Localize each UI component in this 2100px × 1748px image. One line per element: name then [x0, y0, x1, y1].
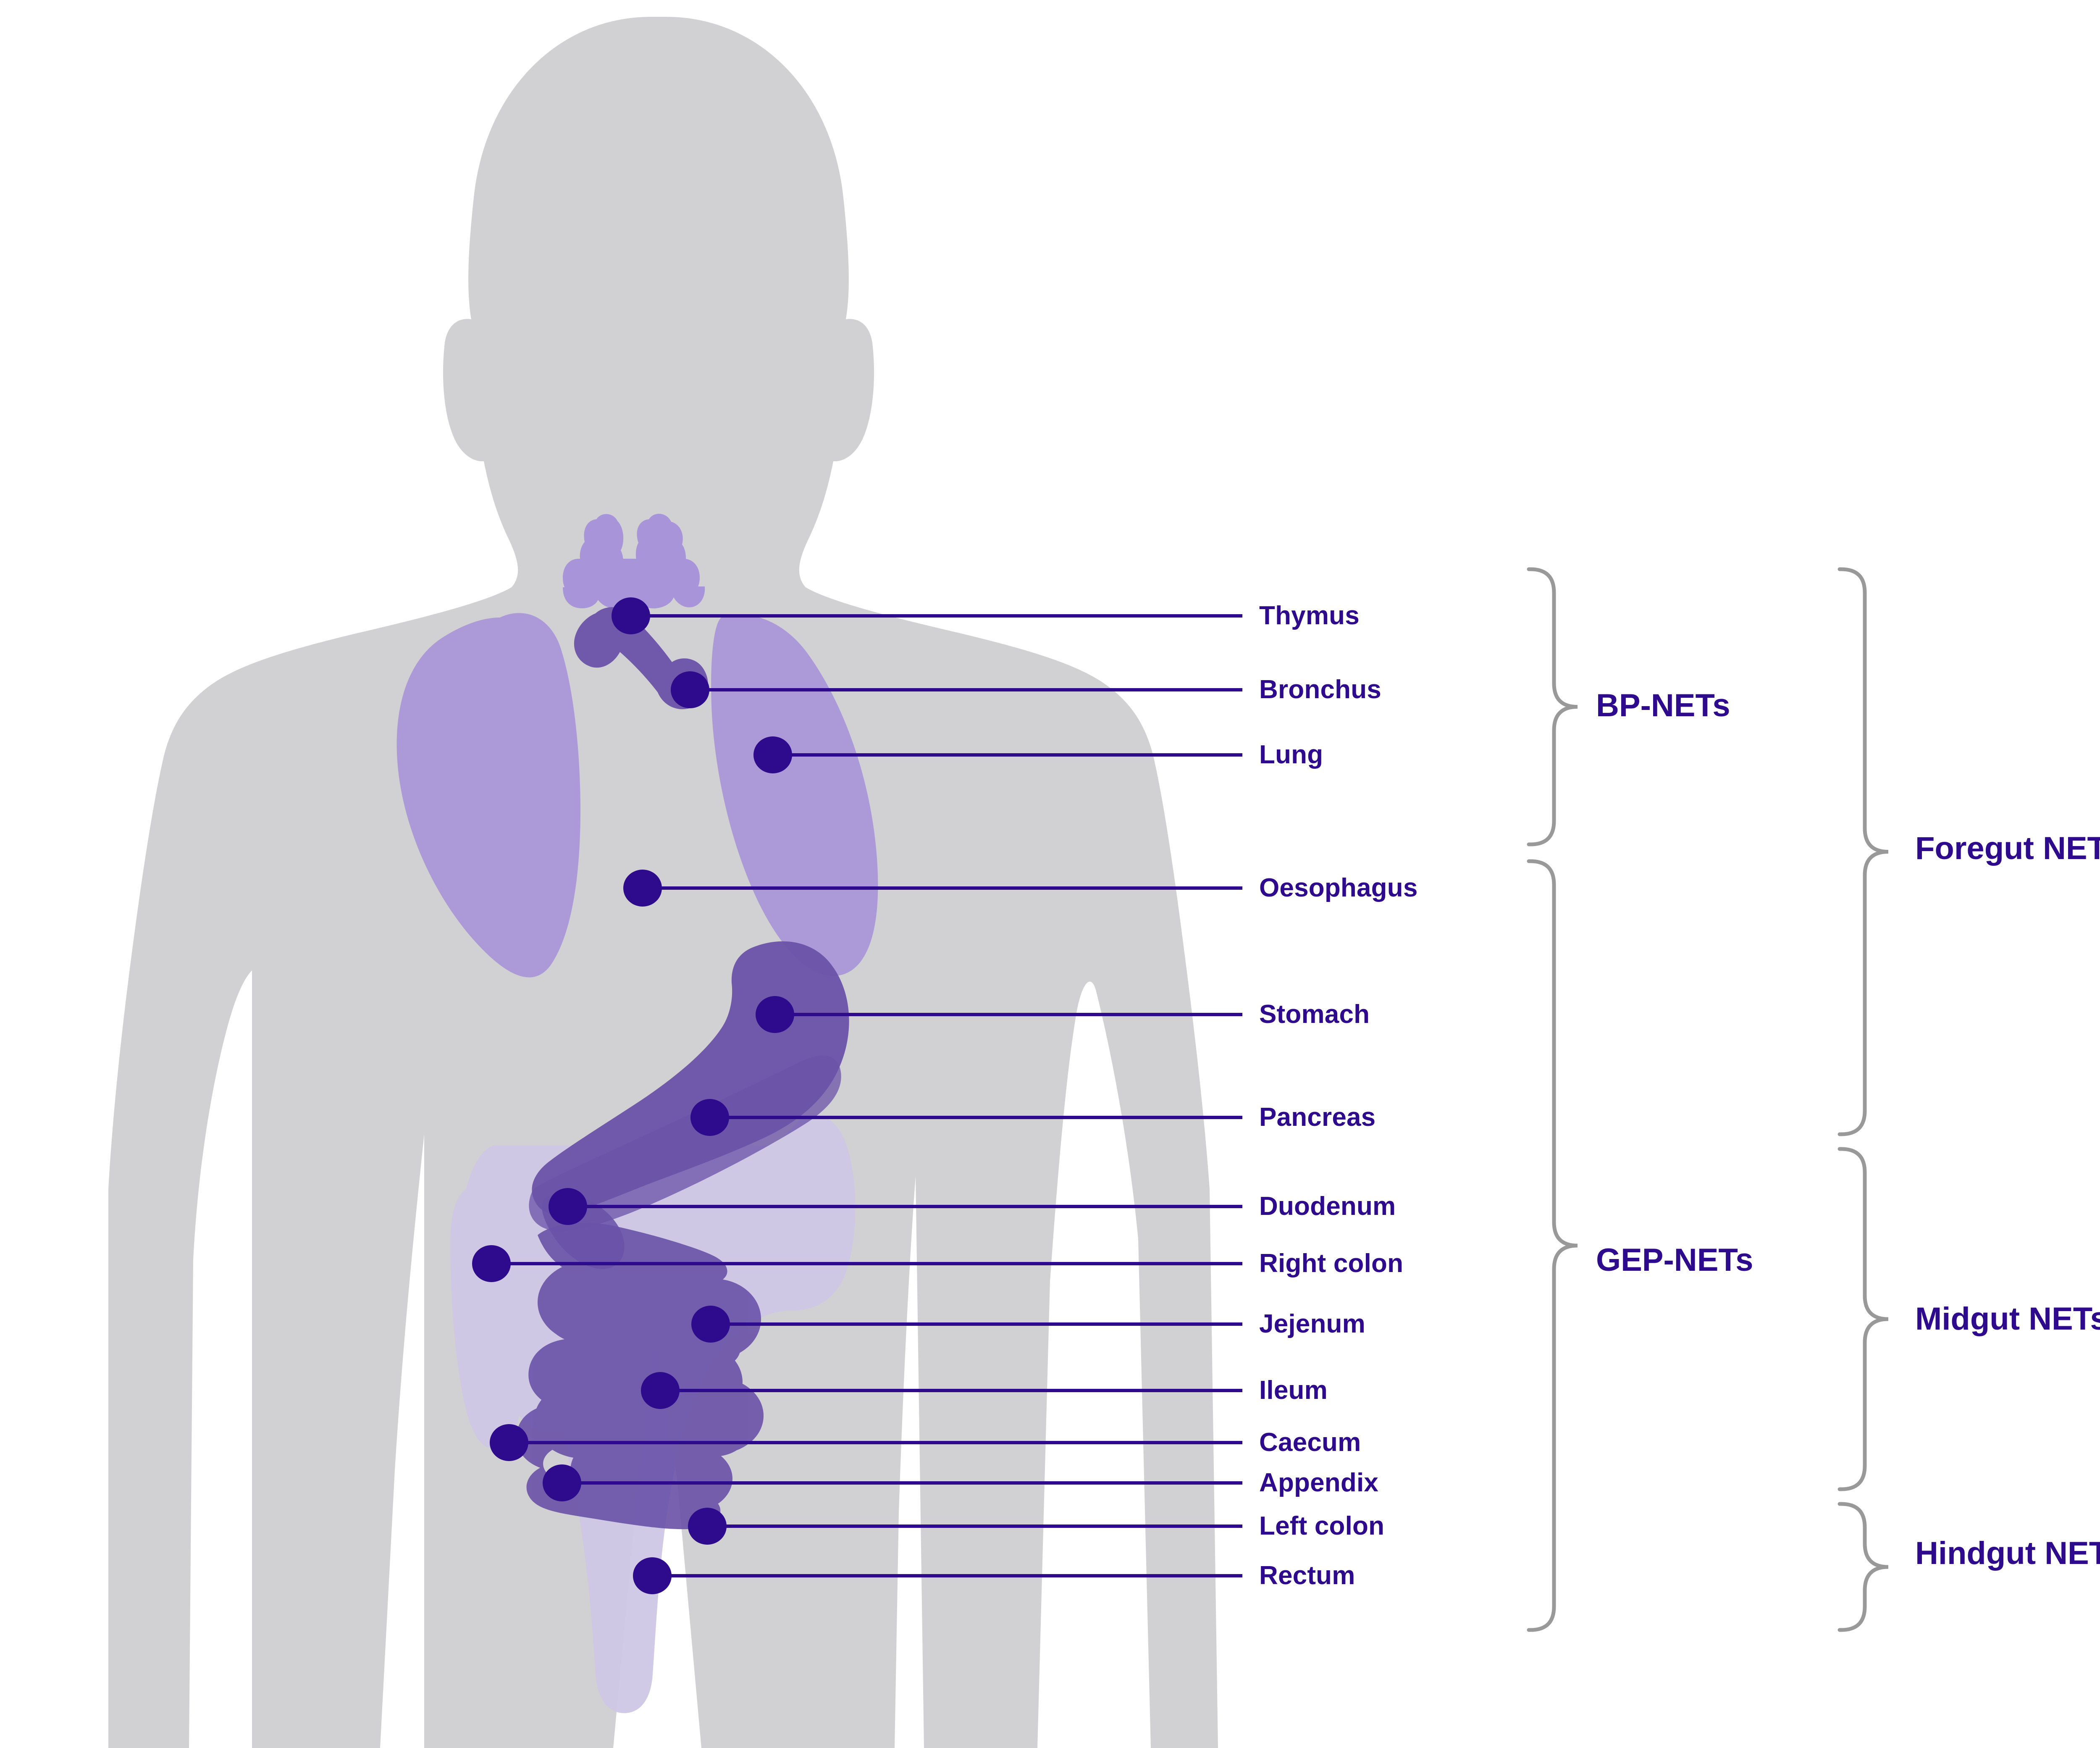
marker-dot-left-colon[interactable] — [688, 1508, 727, 1545]
organ-label-thymus: Thymus — [1259, 601, 1360, 630]
marker-dot-lung[interactable] — [753, 736, 792, 773]
marker-dots-group — [472, 597, 794, 1594]
leader-lines-group — [491, 614, 1242, 1577]
group-label-midgut-nets: Midgut NETs — [1915, 1301, 2100, 1337]
marker-dot-right-colon[interactable] — [472, 1245, 511, 1282]
marker-dot-caecum[interactable] — [490, 1424, 528, 1461]
lung-right — [711, 614, 878, 976]
lung-left — [396, 613, 580, 978]
organ-label-jejenum: Jejenum — [1259, 1309, 1365, 1338]
organ-label-right-colon: Right colon — [1259, 1249, 1404, 1278]
thymus-organ — [563, 514, 705, 609]
brace-bp-nets — [1527, 567, 1578, 846]
brace-foregut-nets — [1838, 567, 1889, 1136]
group-braces — [1527, 567, 1889, 1632]
organ-label-bronchus: Bronchus — [1259, 675, 1381, 704]
organ-label-stomach: Stomach — [1259, 1000, 1370, 1029]
brace-gep-nets — [1527, 859, 1578, 1632]
brace-midgut-nets — [1838, 1147, 1889, 1491]
marker-dot-jejenum[interactable] — [691, 1306, 730, 1343]
marker-dot-oesophagus[interactable] — [623, 870, 662, 907]
organ-label-pancreas: Pancreas — [1259, 1103, 1376, 1132]
organ-label-ileum: Ileum — [1259, 1376, 1328, 1405]
organ-label-duodenum: Duodenum — [1259, 1192, 1396, 1221]
organ-label-caecum: Caecum — [1259, 1428, 1361, 1457]
marker-dot-rectum[interactable] — [633, 1557, 672, 1594]
brace-hindgut-nets — [1838, 1502, 1889, 1632]
organ-label-left-colon: Left colon — [1259, 1511, 1385, 1540]
marker-dot-appendix[interactable] — [543, 1464, 581, 1501]
organ-label-oesophagus: Oesophagus — [1259, 873, 1418, 902]
marker-dot-bronchus[interactable] — [671, 671, 709, 708]
marker-dot-duodenum[interactable] — [549, 1188, 587, 1225]
marker-dot-stomach[interactable] — [756, 996, 794, 1033]
marker-dot-pancreas[interactable] — [690, 1099, 729, 1136]
group-label-gep-nets: GEP-NETs — [1596, 1242, 1754, 1278]
body-silhouette — [108, 17, 1218, 1748]
group-label-foregut-nets: Foregut NETs — [1915, 831, 2100, 866]
marker-dot-ileum[interactable] — [641, 1372, 680, 1409]
group-label-hindgut-nets: Hindgut NETs — [1915, 1535, 2100, 1571]
marker-dot-thymus[interactable] — [612, 597, 650, 634]
organ-label-lung: Lung — [1259, 740, 1323, 769]
organ-label-appendix: Appendix — [1259, 1468, 1379, 1497]
group-label-bp-nets: BP-NETs — [1596, 688, 1730, 723]
organ-label-rectum: Rectum — [1259, 1561, 1355, 1590]
